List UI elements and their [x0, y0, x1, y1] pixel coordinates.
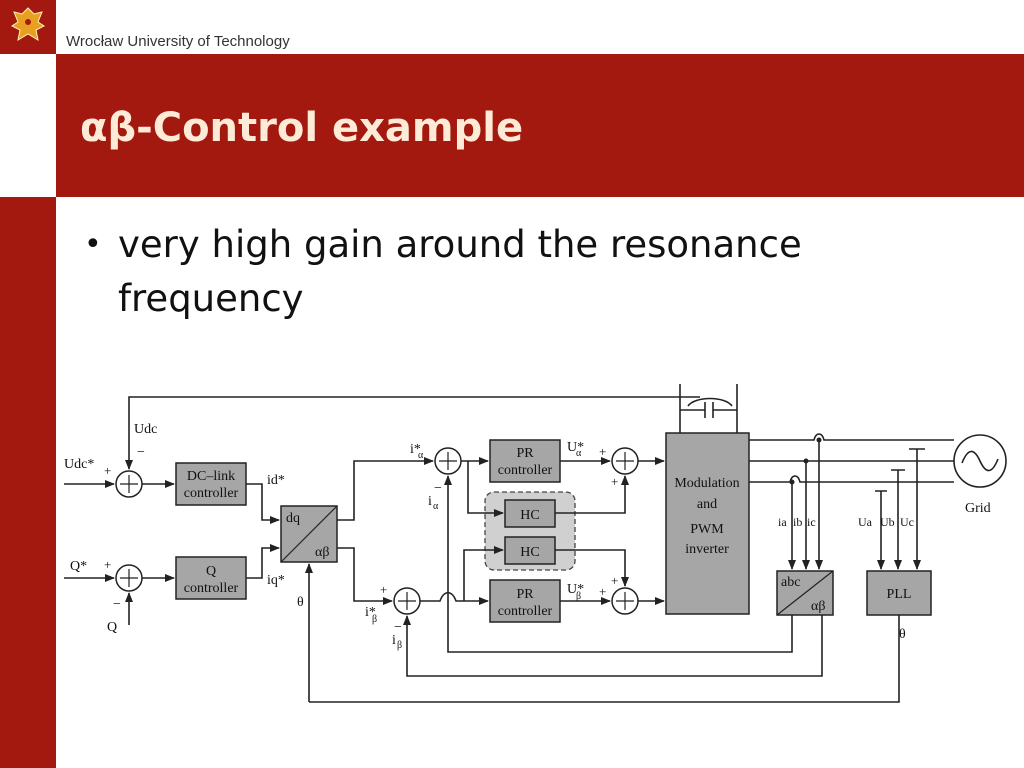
modulation-pwm-inverter-block: Modulation and PWM inverter [665, 432, 750, 615]
summing-junction-udc [115, 470, 143, 498]
svg-text:ia: ia [778, 515, 787, 529]
q-controller-block: Q controller [175, 556, 247, 600]
svg-text:−: − [113, 597, 121, 612]
svg-text:Ua: Ua [858, 515, 873, 529]
svg-text:θ: θ [899, 627, 906, 642]
dq-to-alphabeta-block: dq αβ [280, 505, 338, 563]
svg-text:iq*: iq* [267, 573, 285, 588]
svg-text:ib: ib [793, 515, 802, 529]
svg-text:β: β [397, 640, 402, 651]
svg-text:DC–link: DC–link [187, 469, 235, 484]
svg-text:Udc*: Udc* [64, 457, 94, 472]
svg-text:αβ: αβ [315, 545, 329, 560]
svg-text:U*: U* [567, 582, 584, 597]
svg-text:i: i [392, 633, 396, 648]
svg-text:controller: controller [498, 604, 553, 619]
svg-text:PR: PR [516, 587, 534, 602]
svg-text:+: + [611, 573, 618, 588]
svg-text:i*: i* [410, 442, 421, 457]
summing-junction-q [115, 564, 143, 592]
svg-text:inverter: inverter [685, 542, 729, 557]
svg-text:α: α [576, 448, 582, 459]
svg-text:+: + [599, 444, 606, 459]
summing-junction-i-beta [393, 587, 421, 615]
university-name: Wrocław University of Technology [66, 33, 290, 50]
dc-link-controller-block: DC–link controller [175, 462, 247, 506]
svg-text:Q: Q [107, 620, 117, 635]
signal-wires [64, 384, 954, 703]
svg-text:+: + [599, 584, 606, 599]
svg-text:α: α [418, 450, 424, 461]
svg-text:HC: HC [520, 508, 539, 523]
svg-text:dq: dq [286, 511, 300, 526]
abc-to-alphabeta-block: abc αβ [776, 570, 834, 616]
bullet-text: very high gain around the resonance freq… [118, 223, 802, 320]
svg-text:controller: controller [184, 486, 239, 501]
svg-text:HC: HC [520, 545, 539, 560]
svg-text:i*: i* [365, 605, 376, 620]
summing-junction-i-alpha [434, 447, 462, 475]
bullet-list: • very high gain around the resonance fr… [84, 218, 918, 326]
svg-text:PLL: PLL [887, 587, 912, 602]
slide-title: αβ-Control example [80, 105, 524, 151]
svg-text:abc: abc [781, 575, 800, 590]
svg-text:PR: PR [516, 446, 534, 461]
svg-text:+: + [380, 582, 387, 597]
eagle-logo-icon [11, 7, 45, 42]
svg-text:id*: id* [267, 473, 285, 488]
svg-text:+: + [611, 474, 618, 489]
svg-text:Q*: Q* [70, 559, 87, 574]
harmonic-compensator-group: HC HC [484, 491, 576, 571]
svg-text:Modulation: Modulation [674, 476, 739, 491]
svg-text:θ: θ [297, 595, 304, 610]
svg-text:PWM: PWM [690, 522, 724, 537]
left-accent-strip [0, 197, 56, 768]
summing-junction-u-beta [611, 587, 639, 615]
grid-source-icon [953, 434, 1007, 488]
title-band [56, 54, 1024, 197]
svg-text:−: − [434, 481, 442, 496]
svg-text:ic: ic [807, 515, 816, 529]
svg-text:α: α [433, 501, 439, 512]
svg-text:U*: U* [567, 440, 584, 455]
pr-controller-alpha-block: PR controller [489, 439, 561, 483]
svg-text:+: + [104, 463, 111, 478]
svg-text:i: i [428, 494, 432, 509]
svg-text:and: and [697, 497, 717, 512]
bullet-item: • very high gain around the resonance fr… [84, 218, 918, 326]
svg-text:Uc: Uc [900, 515, 914, 529]
svg-text:Udc: Udc [134, 422, 157, 437]
svg-text:Ub: Ub [880, 515, 895, 529]
svg-text:αβ: αβ [811, 599, 825, 614]
svg-text:−: − [394, 620, 402, 635]
svg-text:−: − [137, 445, 145, 460]
pr-controller-beta-block: PR controller [489, 579, 561, 623]
signal-labels: Udc − Udc* + Q* + − Q id* iq* θ i* α − i… [64, 422, 991, 651]
pll-block: PLL [866, 570, 932, 616]
svg-text:controller: controller [498, 463, 553, 478]
svg-text:Grid: Grid [965, 501, 991, 516]
svg-text:Q: Q [206, 564, 216, 579]
summing-junction-u-alpha [611, 447, 639, 475]
svg-text:β: β [372, 614, 377, 625]
svg-text:β: β [576, 591, 581, 602]
bullet-dot-icon: • [84, 227, 102, 262]
svg-text:+: + [104, 557, 111, 572]
university-logo [0, 0, 56, 54]
svg-text:controller: controller [184, 581, 239, 596]
